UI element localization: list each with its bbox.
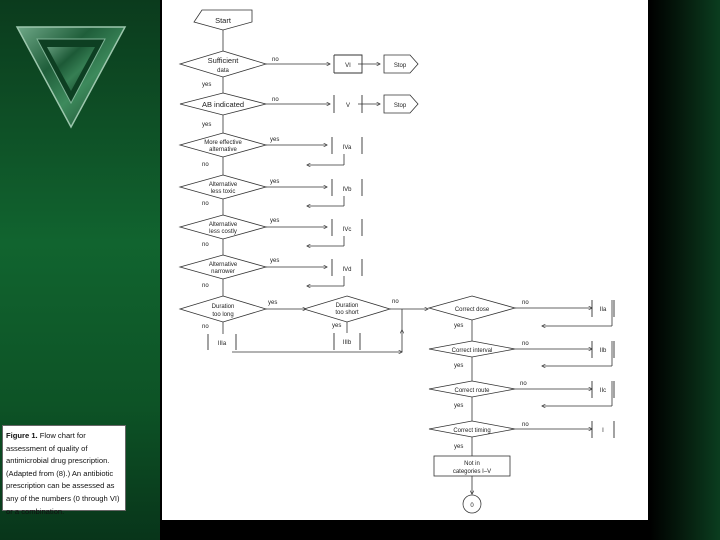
edge-no-too-long: no	[202, 324, 209, 330]
q-more-effective-line1: More effective	[204, 140, 242, 146]
start-node	[193, 9, 253, 31]
cat-I-label: I	[602, 428, 604, 434]
q-correct-dose: Correct dose	[455, 307, 490, 313]
box-cat-I	[591, 421, 615, 438]
not-in-categories-box	[433, 455, 511, 477]
q-less-toxic-line2: less toxic	[211, 189, 236, 195]
q-narrower-line2: narrower	[211, 269, 235, 275]
cat-IIc-label: IIc	[600, 388, 606, 394]
decision-too-short	[302, 295, 392, 323]
box-cat-IIIa	[207, 334, 237, 350]
cat-V-label: V	[346, 103, 350, 109]
edge-no-2: no	[272, 97, 279, 103]
q-more-effective-line2: alternative	[209, 147, 237, 153]
cat-IVa-label: IVa	[343, 145, 352, 151]
q-too-long-line2: too long	[212, 312, 233, 318]
marble-triangle-logo-icon	[15, 26, 127, 129]
edge-no-5: no	[202, 242, 209, 248]
edge-yes-too-long: yes	[268, 300, 277, 306]
box-cat-IIIb	[333, 333, 361, 350]
q-sufficient-line2: data	[217, 68, 229, 74]
edge-yes-interval: yes	[454, 363, 463, 369]
edge-no-dose: no	[522, 300, 529, 306]
box-cat-IVb	[331, 179, 363, 196]
figure-caption: Figure 1. Flow chart for assessment of q…	[2, 425, 126, 516]
green-sidebar: Figure 1. Flow chart for assessment of q…	[0, 0, 160, 540]
caption-text: Flow chart for assessment of quality of …	[6, 431, 120, 516]
q-less-costly-line2: less costly	[209, 229, 237, 235]
decision-narrower	[178, 254, 268, 280]
cat-IVd-label: IVd	[342, 267, 351, 273]
edge-yes-timing: yes	[454, 444, 463, 450]
q-sufficient-line1: Sufficient	[208, 56, 240, 65]
edge-yes-dose: yes	[454, 323, 463, 329]
box-cat-VI	[333, 54, 363, 74]
decision-correct-dose	[427, 295, 517, 321]
cat-IVc-label: IVc	[343, 227, 352, 233]
decision-ab-indicated	[179, 92, 267, 116]
box-cat-IIb	[591, 341, 615, 358]
edge-no-timing: no	[522, 422, 529, 428]
q-too-short-line1: Duration	[336, 303, 359, 309]
edge-yes-too-short: yes	[332, 323, 341, 329]
cat-IIb-label: IIb	[600, 348, 607, 354]
decision-correct-timing	[428, 420, 516, 438]
decision-more-effective	[178, 132, 268, 158]
stop-label-2: Stop	[394, 103, 407, 109]
q-too-short-line2: too short	[335, 310, 359, 316]
cat-IVb-label: IVb	[342, 187, 352, 193]
decision-less-costly	[178, 214, 268, 240]
box-cat-IVa	[331, 137, 363, 154]
edge-no-3: no	[202, 162, 209, 168]
cat-IIIa-label: IIIa	[218, 341, 227, 347]
stop-label-1: Stop	[394, 63, 407, 69]
decision-sufficient-data	[178, 50, 268, 78]
q-correct-timing: Correct timing	[453, 428, 490, 434]
box-cat-IVd	[331, 259, 363, 276]
q-correct-interval: Correct interval	[452, 348, 493, 354]
edge-no-too-short: no	[392, 299, 399, 305]
edge-yes-route: yes	[454, 403, 463, 409]
q-narrower-line1: Alternative	[209, 262, 238, 268]
decision-correct-interval	[428, 340, 516, 358]
q-ab-indicated: AB indicated	[202, 100, 244, 109]
box-cat-IIc	[591, 381, 615, 398]
q-correct-route: Correct route	[454, 388, 490, 394]
q-less-toxic-line1: Alternative	[209, 182, 238, 188]
box-cat-V	[333, 95, 363, 113]
flowchart-page: Start Sufficient data AB indicated More …	[162, 0, 648, 520]
flowchart-diagram: Start Sufficient data AB indicated More …	[178, 9, 615, 514]
cat-IIIb-label: IIIb	[343, 340, 352, 346]
cat-0-label: 0	[470, 503, 474, 509]
not-in-line2: categories I–V	[453, 469, 491, 475]
edge-no-interval: no	[522, 341, 529, 347]
box-cat-IIa	[591, 300, 615, 317]
edge-no-4: no	[202, 201, 209, 207]
edge-yes-6: yes	[270, 258, 279, 264]
stop-node-1	[383, 54, 419, 74]
decision-less-toxic	[178, 174, 268, 200]
cat-VI-label: VI	[345, 63, 351, 69]
q-less-costly-line1: Alternative	[209, 222, 238, 228]
edge-yes-3: yes	[270, 137, 279, 143]
edge-no-1: no	[272, 57, 279, 63]
start-label: Start	[215, 16, 232, 25]
decision-correct-route	[428, 380, 516, 398]
edge-yes-4: yes	[270, 179, 279, 185]
edge-no-6: no	[202, 283, 209, 289]
decision-too-long	[178, 295, 268, 323]
edge-yes-1: yes	[202, 82, 211, 88]
cat-IIa-label: IIa	[600, 307, 607, 313]
edge-no-route: no	[520, 381, 527, 387]
stop-node-2	[383, 94, 419, 114]
category-0-circle	[462, 494, 482, 514]
caption-title: Figure 1.	[6, 431, 38, 440]
box-cat-IVc	[331, 219, 363, 236]
edge-yes-2: yes	[202, 122, 211, 128]
q-too-long-line1: Duration	[212, 304, 235, 310]
not-in-line1: Not in	[464, 461, 480, 467]
edge-yes-5: yes	[270, 218, 279, 224]
